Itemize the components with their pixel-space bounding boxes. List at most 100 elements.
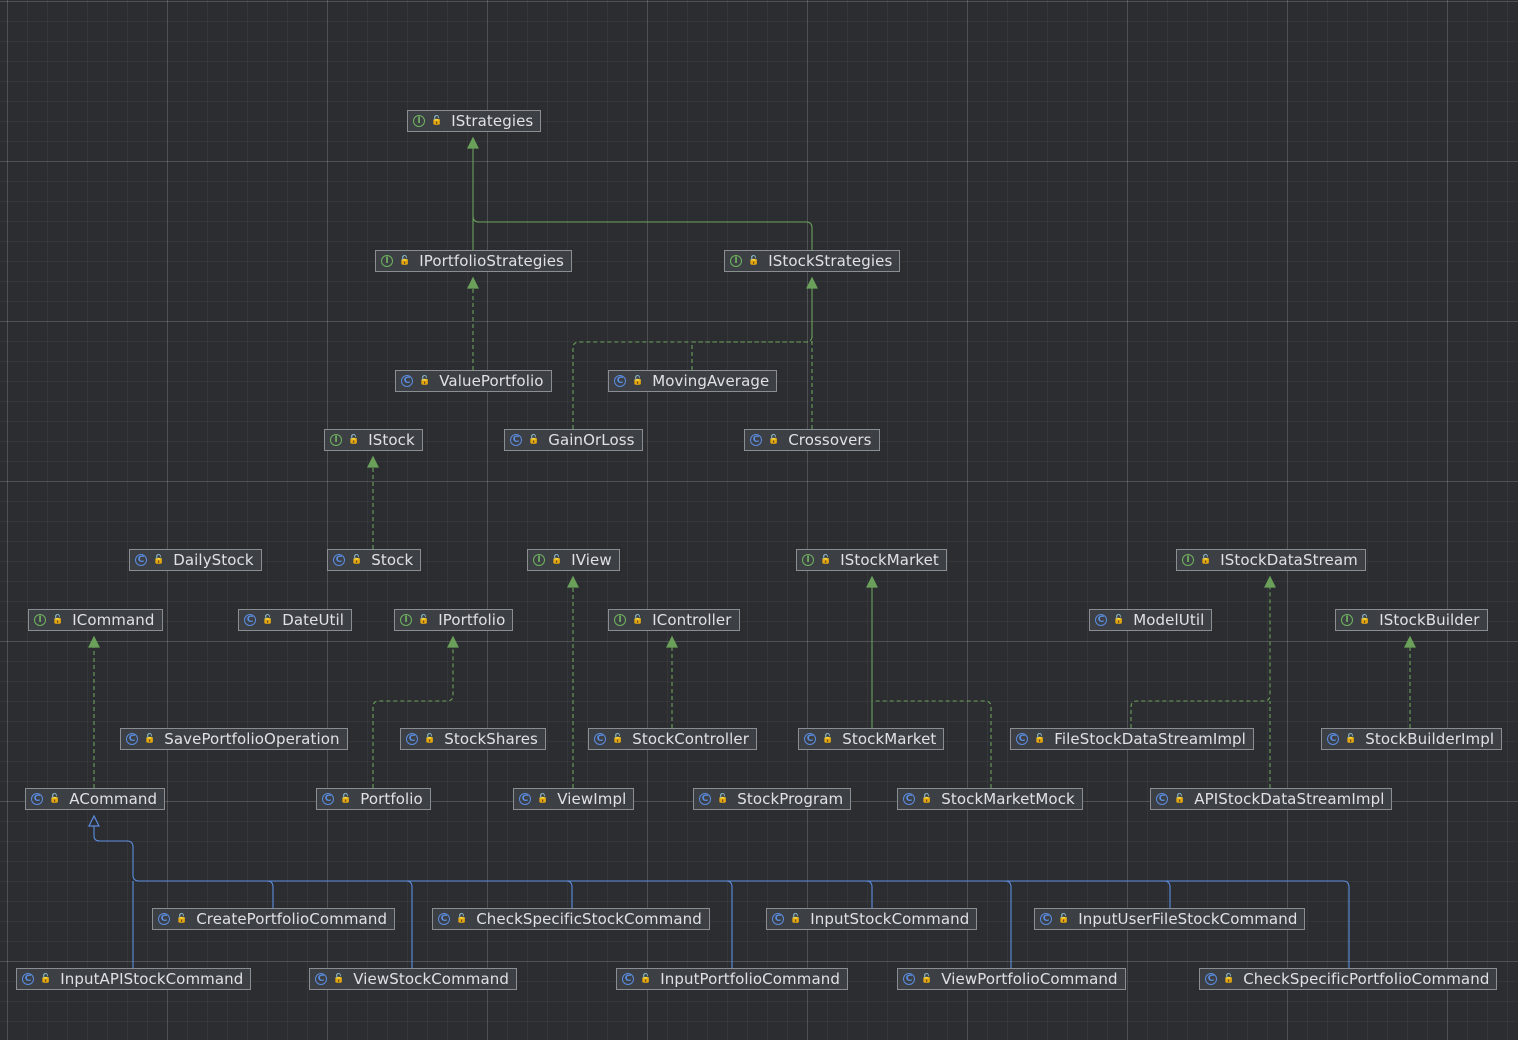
node-label: DateUtil (282, 611, 345, 629)
node-gainorloss[interactable]: C🔓GainOrLoss (504, 429, 643, 451)
node-label: DailyStock (173, 551, 254, 569)
node-istock[interactable]: I 🔓 IStock (324, 429, 423, 451)
node-label: InputUserFileStockCommand (1078, 910, 1298, 928)
node-icontroller[interactable]: I🔓IController (608, 609, 740, 631)
node-iportfoliostrategies[interactable]: I🔓IPortfolioStrategies (375, 250, 572, 272)
node-inputapistockcommand[interactable]: C🔓InputAPIStockCommand (16, 968, 252, 990)
node-label: StockBuilderImpl (1365, 730, 1495, 748)
node-label: IStockMarket (840, 551, 939, 569)
lock-icon: 🔓 (348, 435, 360, 445)
lock-icon: 🔓 (399, 256, 411, 266)
node-label: IView (571, 551, 612, 569)
node-dailystock[interactable]: C🔓DailyStock (129, 549, 262, 571)
class-icon: C (1327, 733, 1339, 745)
edge-gainorloss-istockstrategies (572, 278, 813, 429)
edge-inputstockcommand-acommand (865, 880, 873, 908)
edge-viewstockcommand-acommand (405, 880, 413, 968)
node-label: ViewImpl (557, 790, 627, 808)
node-stockcontroller[interactable]: C🔓StockController (588, 728, 758, 750)
node-acommand[interactable]: C🔓ACommand (25, 788, 166, 810)
node-label: MovingAverage (652, 372, 770, 390)
node-createportfoliocommand[interactable]: C🔓CreatePortfolioCommand (152, 908, 396, 930)
node-icommand[interactable]: I🔓ICommand (28, 609, 163, 631)
node-stockshares[interactable]: C🔓StockShares (400, 728, 546, 750)
lock-icon: 🔓 (52, 615, 64, 625)
node-crossovers[interactable]: C🔓Crossovers (744, 429, 880, 451)
lock-icon: 🔓 (424, 734, 436, 744)
edge-portfolio-iportfolio (372, 637, 454, 788)
lock-icon: 🔓 (768, 435, 780, 445)
lock-icon: 🔓 (748, 256, 760, 266)
node-apistockdatastreamimpl[interactable]: C🔓APIStockDataStreamImpl (1150, 788, 1393, 810)
node-istrategies[interactable]: I🔓IStrategies (407, 110, 542, 132)
node-label: ValuePortfolio (439, 372, 544, 390)
node-label: ModelUtil (1133, 611, 1205, 629)
node-label: IStockDataStream (1220, 551, 1358, 569)
arrowhead-iportfoliostrategies (467, 276, 479, 289)
node-portfolio[interactable]: C🔓Portfolio (316, 788, 431, 810)
node-iview[interactable]: I🔓IView (527, 549, 620, 571)
arrowhead-acommand (88, 814, 100, 827)
class-icon: C (322, 793, 334, 805)
arrowhead-iportfolio (447, 635, 459, 648)
class-icon: C (622, 973, 634, 985)
interface-icon: I (330, 434, 342, 446)
node-checkspecificportfoliocommand[interactable]: C🔓CheckSpecificPortfolioCommand (1199, 968, 1498, 990)
node-inputuserfilestockcommand[interactable]: C 🔓 InputUserFileStockCommand (1034, 908, 1306, 930)
node-movingaverage[interactable]: C🔓MovingAverage (608, 370, 778, 392)
arrowhead-icommand (88, 635, 100, 648)
node-filestockdatastreamimpl[interactable]: C🔓FileStockDataStreamImpl (1010, 728, 1254, 750)
class-icon: C (1040, 913, 1052, 925)
node-istockdatastream[interactable]: I 🔓 IStockDataStream (1176, 549, 1366, 571)
node-stockbuilderimpl[interactable]: C🔓StockBuilderImpl (1321, 728, 1503, 750)
node-label: ViewPortfolioCommand (941, 970, 1118, 988)
arrowhead-istockmarket (866, 575, 878, 588)
node-valueportfolio[interactable]: C🔓ValuePortfolio (395, 370, 552, 392)
class-icon: C (135, 554, 147, 566)
lock-icon: 🔓 (49, 794, 61, 804)
node-label: IStock (368, 431, 415, 449)
node-stockmarketmock[interactable]: C🔓StockMarketMock (897, 788, 1083, 810)
class-icon: C (903, 973, 915, 985)
node-istockstrategies[interactable]: I🔓IStockStrategies (724, 250, 901, 272)
node-label: StockProgram (737, 790, 844, 808)
lock-icon: 🔓 (144, 734, 156, 744)
node-istockbuilder[interactable]: I🔓IStockBuilder (1335, 609, 1488, 631)
arrowhead-istockstrategies (806, 276, 818, 289)
lock-icon: 🔓 (551, 555, 563, 565)
class-icon: C (244, 614, 256, 626)
node-stockmarket[interactable]: C🔓StockMarket (798, 728, 945, 750)
node-viewstockcommand[interactable]: C🔓ViewStockCommand (309, 968, 518, 990)
lock-icon: 🔓 (340, 794, 352, 804)
edge-createportfoliocommand-acommand (266, 880, 274, 908)
lock-icon: 🔓 (456, 914, 468, 924)
node-viewportfoliocommand[interactable]: C🔓ViewPortfolioCommand (897, 968, 1126, 990)
lock-icon: 🔓 (1223, 974, 1235, 984)
node-inputstockcommand[interactable]: C🔓InputStockCommand (766, 908, 978, 930)
lock-icon: 🔓 (1034, 734, 1046, 744)
lock-icon: 🔓 (1058, 914, 1070, 924)
node-label: IStrategies (451, 112, 534, 130)
node-label: ICommand (72, 611, 155, 629)
lock-icon: 🔓 (431, 116, 443, 126)
node-modelutil[interactable]: C🔓ModelUtil (1089, 609, 1213, 631)
lock-icon: 🔓 (419, 376, 431, 386)
interface-icon: I (730, 255, 742, 267)
lock-icon: 🔓 (1200, 555, 1212, 565)
node-checkspecificstockcommand[interactable]: C🔓CheckSpecificStockCommand (432, 908, 710, 930)
node-stockprogram[interactable]: C🔓StockProgram (693, 788, 852, 810)
interface-icon: I (1341, 614, 1353, 626)
class-icon: C (510, 434, 522, 446)
node-stock[interactable]: C🔓Stock (327, 549, 422, 571)
node-viewimpl[interactable]: C🔓ViewImpl (513, 788, 635, 810)
arrowhead-istockdatastream (1264, 575, 1276, 588)
node-inputportfoliocommand[interactable]: C🔓InputPortfolioCommand (616, 968, 848, 990)
node-iportfolio[interactable]: I🔓IPortfolio (394, 609, 514, 631)
node-saveportfoliooperation[interactable]: C🔓SavePortfolioOperation (120, 728, 348, 750)
lock-icon: 🔓 (351, 555, 363, 565)
class-icon: C (315, 973, 327, 985)
node-istockmarket[interactable]: I🔓IStockMarket (796, 549, 947, 571)
interface-icon: I (1182, 554, 1194, 566)
node-dateutil[interactable]: C🔓DateUtil (238, 609, 353, 631)
